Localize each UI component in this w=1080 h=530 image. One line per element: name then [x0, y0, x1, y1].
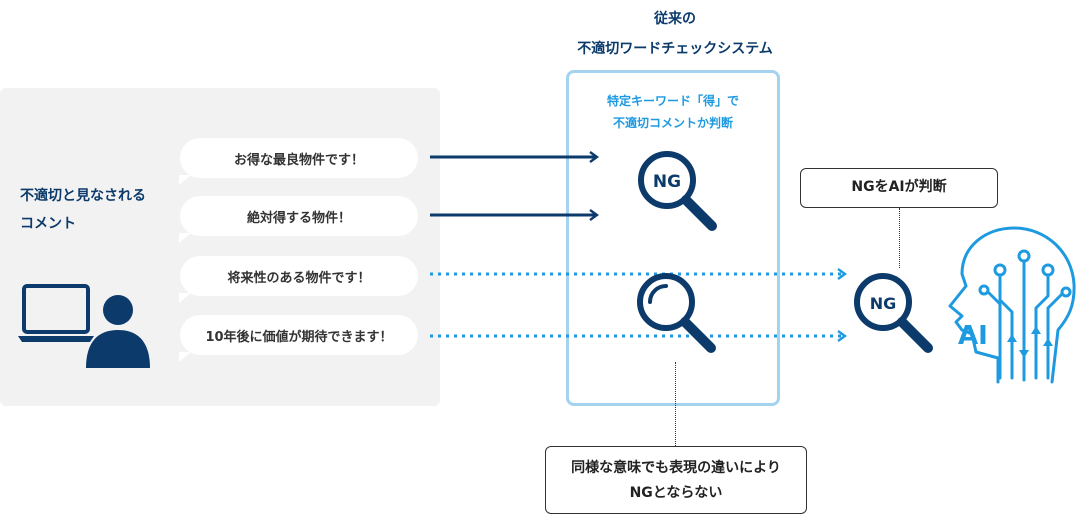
ai-judgement-label: NGをAIが判断: [800, 168, 998, 208]
note-connector-line: [675, 362, 676, 446]
user-icon: [86, 295, 150, 368]
comment-text: お得な最良物件です！: [233, 152, 364, 168]
system-ng-text: NG: [653, 172, 681, 192]
panel-title-line2: コメント: [20, 216, 76, 232]
system-title: 従来の 不適切ワードチェックシステム: [540, 4, 810, 64]
system-caption-line2: 不適切コメントか判断: [612, 116, 733, 130]
panel-title: 不適切と見なされる コメント: [20, 182, 190, 238]
ai-connector-line: [899, 208, 900, 268]
comment-text: 将来性のある物件です！: [227, 270, 371, 286]
laptop-icon: [18, 284, 94, 342]
comment-bubble: 将来性のある物件です！: [180, 256, 418, 296]
magnifier-pass-icon: [637, 273, 716, 353]
comment-text: 絶対得する物件！: [246, 210, 351, 226]
laptop-user-icon: [18, 284, 150, 368]
magnifier-ng-icon: NG: [638, 151, 717, 231]
ai-judgement-label-text: NGをAIが判断: [851, 179, 947, 195]
comment-bubble: 10年後に価値が期待できます！: [180, 315, 418, 355]
keyword-check-system-box: [566, 70, 780, 406]
system-caption: 特定キーワード「得」で 不適切コメントか判断: [566, 90, 780, 134]
system-caption-line1: 特定キーワード「得」で: [606, 94, 739, 108]
panel-title-line1: 不適切と見なされる: [20, 188, 146, 204]
expression-difference-note: 同様な意味でも表現の違いにより NGとならない: [545, 446, 807, 514]
system-title-line1: 従来の: [654, 11, 696, 27]
note-line2: NGとならない: [629, 485, 723, 501]
magnifier-ai-ng-icon: NG: [854, 273, 933, 353]
ai-brain-text: AI: [958, 321, 988, 351]
comment-bubble: お得な最良物件です！: [180, 138, 418, 178]
comment-text: 10年後に価値が期待できます！: [205, 329, 393, 345]
ai-head-icon: AI: [948, 226, 1076, 384]
comment-bubble: 絶対得する物件！: [180, 196, 418, 236]
ai-ng-text: NG: [870, 294, 897, 313]
system-title-line2: 不適切ワードチェックシステム: [577, 41, 773, 57]
note-line1: 同様な意味でも表現の違いにより: [571, 460, 781, 476]
